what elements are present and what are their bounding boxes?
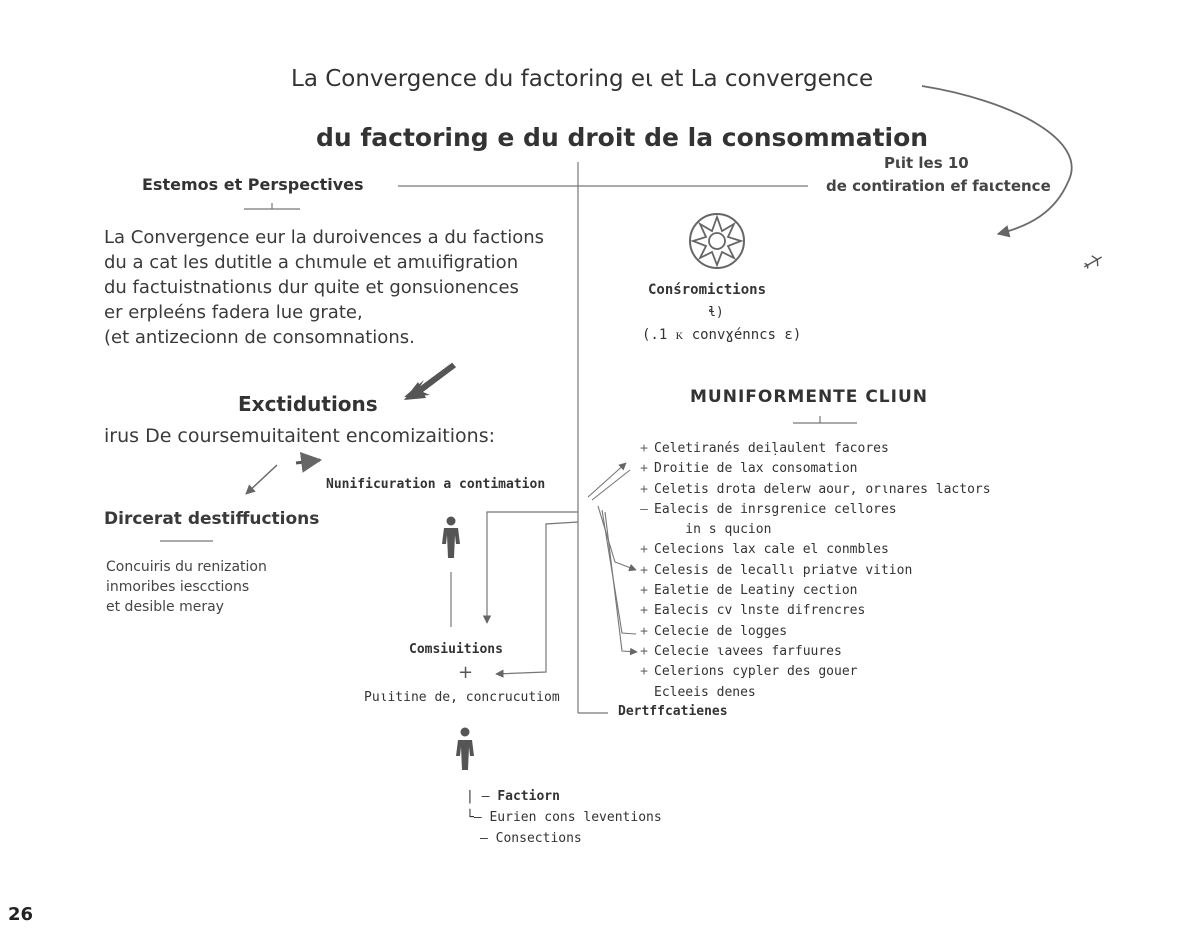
small-arrow-right: [295, 451, 323, 473]
center-label-top: Nunificuration a contimation: [326, 477, 546, 492]
paragraph-line: (et antizecionn de consomnations.: [104, 327, 415, 348]
list-item: +Celecions lax cale el conmbles: [640, 542, 889, 558]
paragraph-line: er erpleéns fadera lue grate,: [104, 302, 363, 323]
center-tree: | — Factiorn └— Eurien cons leventions —…: [466, 786, 662, 849]
list-item: +Ealetie de Leatiny cection: [640, 583, 858, 599]
left-paragraph: La Convergence eur la duroivences a du f…: [104, 225, 544, 350]
star-emblem-icon: [689, 213, 745, 269]
center-label-bottom: Puιitine de, concrucutiom: [364, 690, 560, 705]
paragraph-line: du factuistnationιs dur quite et gonsιio…: [104, 277, 519, 298]
sub-text-line: Concuiris du renization: [106, 559, 267, 575]
airplane-icon: [1083, 255, 1103, 269]
list-item: +Celetis drota delerw aour, orιnares lac…: [640, 481, 991, 497]
sub-heading: Dircerat destiffuctions: [104, 509, 320, 529]
connector-down-1: [482, 511, 578, 624]
footer-item: Dertffcatienes: [618, 704, 728, 719]
list-item: +Celetiranés deiḷaulent facores: [640, 441, 889, 456]
page-number: 26: [8, 904, 34, 925]
tree-item: └— Eurien cons leventions: [466, 810, 662, 825]
note-line-1: Pιit les 10: [884, 154, 969, 172]
paragraph-line: du a cat les dutitle a chιmule et amιιif…: [104, 252, 519, 273]
section-title: Exctidutions: [238, 392, 378, 416]
right-heading: MUNIFORMENTE CLIUN: [690, 387, 928, 407]
list-item: +Celesis de lecallι priatve vition: [640, 562, 913, 578]
sub-text-line: et desible meray: [106, 599, 224, 615]
emblem-sub-1: ɬ): [708, 305, 724, 320]
sub-text-line: inmoribes iescctions: [106, 579, 250, 595]
emblem-sub-2: (.1 ᴋ convɣénncs ɛ): [642, 327, 802, 343]
list-item: in s qucion: [654, 522, 772, 538]
sub-text: Concuiris du renization inmoribes iescct…: [106, 557, 267, 617]
list-item: +Droitie de lax consomation: [640, 461, 858, 477]
person-icon-bottom: [456, 727, 474, 770]
left-heading: Estemos et Perspectives: [142, 175, 364, 194]
list-item: Ecleeis denes: [654, 684, 756, 700]
right-list: +Celetiranés deiḷaulent facores +Droitie…: [634, 439, 991, 703]
small-arrow-down: [245, 464, 278, 495]
section-subtitle: irus De coursemuitaitent encomizaitions:: [104, 425, 495, 447]
list-fan: [587, 462, 638, 656]
list-item: +Celerions cypler des gouer: [640, 664, 858, 680]
list-item: +Celecie de logges: [640, 623, 788, 639]
paragraph-line: La Convergence eur la duroivences a du f…: [104, 227, 545, 248]
list-item: +Ealecis cv lnste difrencres: [640, 603, 866, 619]
list-item: +Celecie ɩavees farfuures: [640, 643, 842, 659]
center-label-mid: Comsiuitions: [409, 642, 503, 657]
curved-arrow: [921, 85, 1073, 238]
title-line-1: La Convergence du factoring eι et La con…: [291, 66, 874, 92]
list-item: –Ealecis de inrsgrenice cellores: [640, 501, 897, 517]
connector-down-2: [495, 521, 579, 678]
plus-sign: +: [458, 662, 474, 683]
tree-item: | — Factiorn: [466, 789, 560, 804]
tree-item: — Consections: [480, 831, 582, 846]
emblem-label: Conśromictions: [648, 282, 767, 298]
person-icon-top: [442, 516, 460, 558]
note-line-2: de contiration ef faιctence: [826, 177, 1051, 195]
title-line-2: du factoring e du droit de la consommati…: [316, 123, 929, 152]
